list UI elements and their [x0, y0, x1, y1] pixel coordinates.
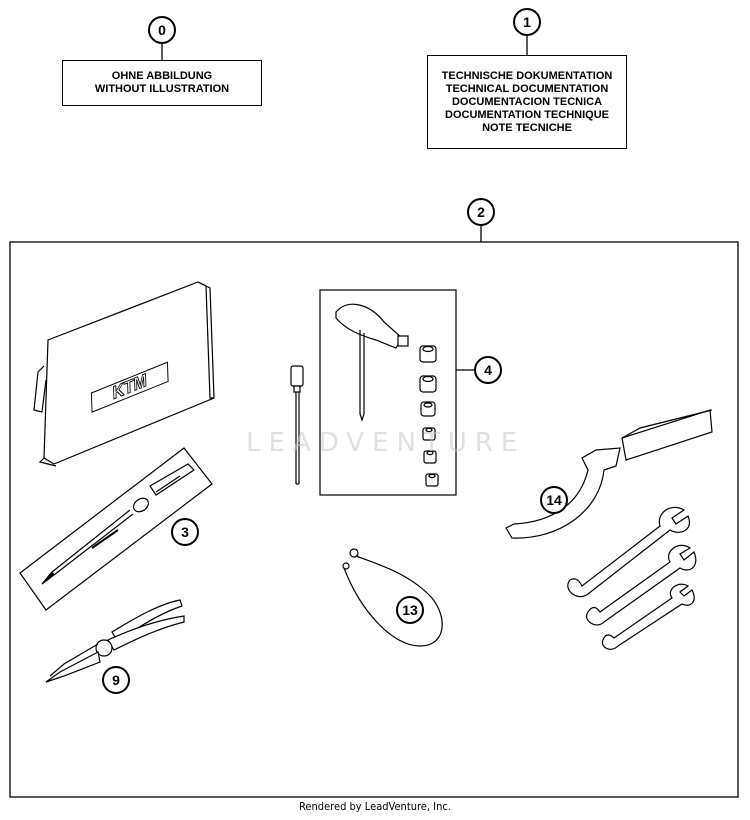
- hex-key-set-illustration: [319, 289, 457, 496]
- callout-3[interactable]: 3: [171, 518, 199, 546]
- pliers-illustration: [45, 599, 185, 683]
- bit-sockets: [419, 345, 439, 487]
- callout-13[interactable]: 13: [396, 596, 424, 624]
- tech-doc-text-es: DOCUMENTACION TECNICA: [451, 95, 603, 108]
- footer-credit: Rendered by LeadVenture, Inc.: [299, 800, 451, 813]
- callout-14[interactable]: 14: [540, 486, 568, 514]
- tech-doc-text-fr: DOCUMENTATION TECHNIQUE: [445, 108, 609, 121]
- without-illustration-box: OHNE ABBILDUNG WITHOUT ILLUSTRATION: [62, 60, 262, 106]
- hook-spanner-illustration: [505, 409, 713, 539]
- helmet-cable-illustration: [342, 548, 443, 647]
- socket-driver-illustration: [290, 365, 304, 485]
- without-illustration-text-de: OHNE ABBILDUNG: [111, 70, 213, 82]
- tech-doc-text-de: TECHNISCHE DOKUMENTATION: [441, 69, 613, 82]
- watermark: LEADVENTURE: [246, 428, 526, 458]
- callout-0[interactable]: 0: [148, 16, 176, 44]
- wrenches-illustration: [567, 506, 697, 650]
- callout-4[interactable]: 4: [474, 356, 502, 384]
- tech-doc-text-en: TECHNICAL DOCUMENTATION: [445, 82, 609, 95]
- without-illustration-text-en: WITHOUT ILLUSTRATION: [94, 83, 230, 95]
- callout-9[interactable]: 9: [102, 666, 130, 694]
- toolkit-frame: [9, 241, 739, 798]
- callout-2[interactable]: 2: [467, 198, 495, 226]
- callout-1[interactable]: 1: [513, 8, 541, 36]
- screwdriver-pouch-illustration: [19, 447, 213, 611]
- tool-bag-illustration: KTM: [33, 281, 215, 467]
- tech-doc-text-it: NOTE TECNICHE: [482, 121, 572, 134]
- technical-documentation-box: TECHNISCHE DOKUMENTATION TECHNICAL DOCUM…: [427, 55, 627, 149]
